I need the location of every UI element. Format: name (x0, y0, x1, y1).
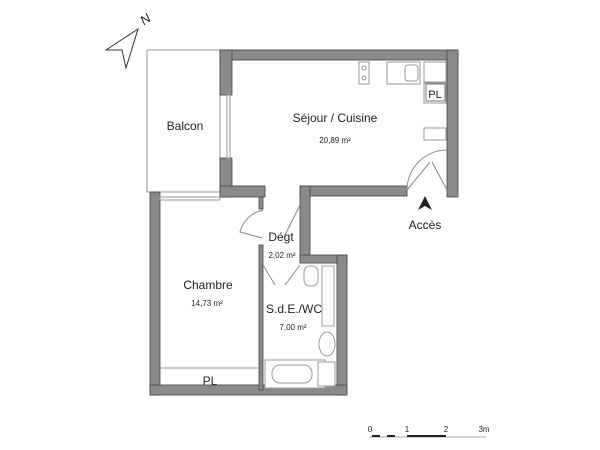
svg-text:N: N (137, 10, 154, 28)
svg-text:1: 1 (405, 425, 410, 434)
room-label-chambre: Chambre (183, 278, 233, 292)
scale-bar: 0 1 2 3m (368, 425, 490, 438)
windows (159, 94, 231, 201)
entrance-label: Accès (409, 218, 442, 232)
walls (149, 49, 459, 396)
room-area-chambre: 14,73 m² (191, 299, 223, 308)
room-label-sde: S.d.E./WC (266, 302, 322, 316)
svg-text:2: 2 (444, 425, 449, 434)
svg-text:3m: 3m (478, 425, 489, 434)
entrance-arrow-icon (418, 196, 432, 210)
closet-label-chambre: PL (203, 374, 218, 388)
svg-text:0: 0 (368, 425, 373, 434)
room-area-sejour: 20,89 m² (319, 136, 351, 145)
closet-pl-box (425, 83, 446, 102)
room-area-degt: 2,02 m² (268, 251, 295, 260)
bathroom-fixtures (264, 265, 336, 389)
room-label-degt: Dégt (268, 230, 294, 244)
room-label-balcon: Balcon (167, 119, 204, 133)
balcony-outline (146, 49, 221, 193)
doors (239, 149, 448, 286)
closet-label-kitchen: PL (428, 89, 441, 101)
room-label-sejour: Séjour / Cuisine (293, 111, 378, 125)
room-area-sde: 7,00 m² (279, 323, 306, 332)
